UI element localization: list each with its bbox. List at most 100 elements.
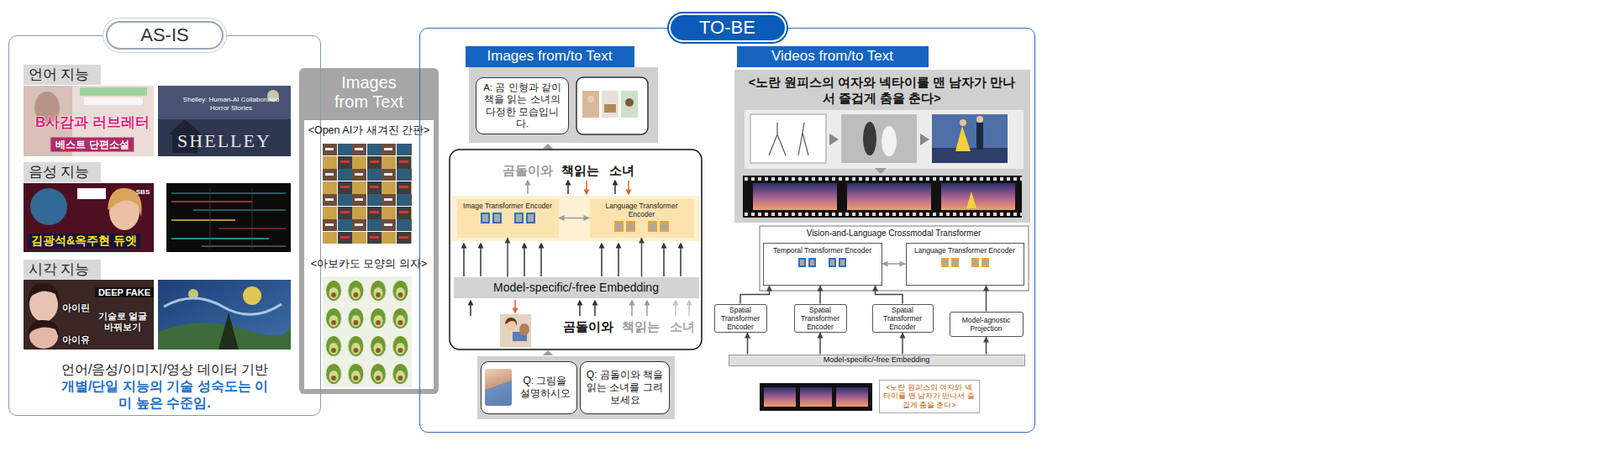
connector xyxy=(872,285,903,305)
style-transfer-painting xyxy=(163,298,282,315)
connector xyxy=(558,215,590,222)
panel-fill xyxy=(299,68,439,395)
token-arrows xyxy=(585,180,588,195)
node-text: Spatial Transformer Encoder xyxy=(874,305,932,332)
token-arrows xyxy=(540,243,543,277)
arrow-head xyxy=(558,215,565,222)
node-text: Model-specific/-free Embedding xyxy=(823,355,931,365)
panel-fill xyxy=(604,104,616,113)
token-square xyxy=(647,221,658,232)
connector-line xyxy=(740,285,770,305)
node-text: Spatial Transformer Encoder xyxy=(716,305,765,332)
node-text: Temporal Transformer Encoder xyxy=(773,246,872,255)
token-square xyxy=(941,257,949,268)
arrow-head xyxy=(638,237,645,244)
video-frames xyxy=(742,175,1022,218)
panel-fill xyxy=(601,90,619,118)
token-arrows xyxy=(567,180,569,195)
answer-box: A: 곰 인형과 같이 책을 읽는 소녀의 다정한 모습입니다. xyxy=(475,77,569,135)
video-frames xyxy=(742,212,1022,216)
node-text: Language Transformer Encoder xyxy=(914,246,1016,255)
connector xyxy=(983,285,990,312)
deepfake-thumbnail xyxy=(23,279,154,350)
label-text: DEEP FAKE xyxy=(94,287,154,298)
token-square xyxy=(526,212,536,224)
tv-show-thumbnail xyxy=(30,188,68,226)
style-transfer-painting xyxy=(218,312,239,350)
label-text: SBS xyxy=(136,188,150,196)
video-frames xyxy=(829,133,839,146)
arrow-head xyxy=(817,332,824,339)
caption-box: <노란 원피스의 여자와 넥타이를 맨 남자가 만나서 즐겁게 춤을 춘다> xyxy=(878,379,980,414)
query-box: Q: 곰돌이와 책을 읽는 소녀를 그려보세요 xyxy=(579,361,670,415)
section-tab: Images from/to Text xyxy=(465,46,635,68)
video-frames xyxy=(955,126,971,152)
panel-fill xyxy=(587,95,595,103)
panel-fill xyxy=(452,195,700,242)
video-frames xyxy=(763,387,796,407)
label-text: 곰돌이와 xyxy=(502,163,553,179)
panel-fill xyxy=(625,98,634,107)
book-cover-thumbnail xyxy=(157,85,291,157)
style-transfer-painting xyxy=(242,286,262,306)
node-text: Spatial Transformer Encoder xyxy=(796,305,845,332)
node-text: Language Transformer Encoder xyxy=(592,201,692,219)
style-transfer-painting xyxy=(157,279,291,350)
panel-fill xyxy=(304,120,434,390)
video-frames xyxy=(920,133,930,146)
spectrogram xyxy=(171,193,286,195)
arrow-head xyxy=(983,336,990,343)
token-arrows xyxy=(627,180,630,195)
token-square xyxy=(492,212,502,224)
arrow-head xyxy=(505,237,511,244)
token-square xyxy=(981,257,990,268)
category-tag: 시각 지능 xyxy=(23,259,101,280)
video-frames xyxy=(976,122,984,150)
spectrogram xyxy=(210,188,211,249)
panel-fill xyxy=(576,77,648,135)
node-text: Videos from/to Text xyxy=(771,47,894,65)
token-square xyxy=(808,257,816,268)
style-transfer-painting xyxy=(157,279,291,350)
token-square xyxy=(838,257,847,268)
video-frames xyxy=(976,115,984,123)
node-text: Vision-and-Language Crossmodal Transform… xyxy=(806,228,982,238)
encoder-box: Spatial Transformer Encoder xyxy=(714,304,768,333)
token-arrows xyxy=(614,180,616,195)
node-text: <노란 원피스의 여자와 넥타이를 맨 남자가 만나서 즐겁게 춤을 춘다> xyxy=(883,383,976,411)
encoder-box: Temporal Transformer Encoder xyxy=(763,242,883,286)
generated-images xyxy=(322,143,412,244)
label-text: 곰돌이와 xyxy=(563,319,614,336)
node-text: Image Transformer Encoder xyxy=(463,201,553,211)
token-arrows xyxy=(674,300,677,316)
crossmodal-box: Vision-and-Language Crossmodal Transform… xyxy=(759,226,1029,291)
arrow-head xyxy=(983,285,990,292)
category-tag: 음성 지능 xyxy=(23,162,101,183)
label-text: 개별/단일 지능의 기술 성숙도는 이미 높은 수준임. xyxy=(59,378,270,412)
video-frames xyxy=(959,119,967,127)
video-frames xyxy=(759,383,873,411)
token-arrows xyxy=(631,300,633,316)
tv-show-thumbnail xyxy=(77,188,106,200)
label-text: 베스트 단편소설 xyxy=(50,137,134,153)
photo-thumbnail xyxy=(484,368,512,406)
token-square xyxy=(626,221,636,232)
novel-thumbnail xyxy=(23,85,154,157)
section-panel: AS-IS언어 지능음성 지능시각 지능 xyxy=(8,35,322,416)
token-arrows xyxy=(479,243,482,277)
token-square xyxy=(798,257,806,268)
arrow-head xyxy=(817,285,824,292)
token-square xyxy=(828,257,837,268)
section-tab: Videos from/to Text xyxy=(736,46,929,68)
encoder-box: Spatial Transformer Encoder xyxy=(872,304,934,333)
label-text: 김광석&옥주현 듀엣 xyxy=(27,233,141,249)
panel-fill xyxy=(759,226,1029,291)
node-text: Model-agnostic Projection xyxy=(952,315,1022,333)
token-arrows xyxy=(526,180,529,195)
token-arrows xyxy=(578,300,581,316)
token-row xyxy=(941,257,990,268)
panel-fill xyxy=(449,67,702,420)
query-box: Q: 그림을 설명하시오 xyxy=(480,361,578,415)
token-arrows xyxy=(463,243,465,277)
